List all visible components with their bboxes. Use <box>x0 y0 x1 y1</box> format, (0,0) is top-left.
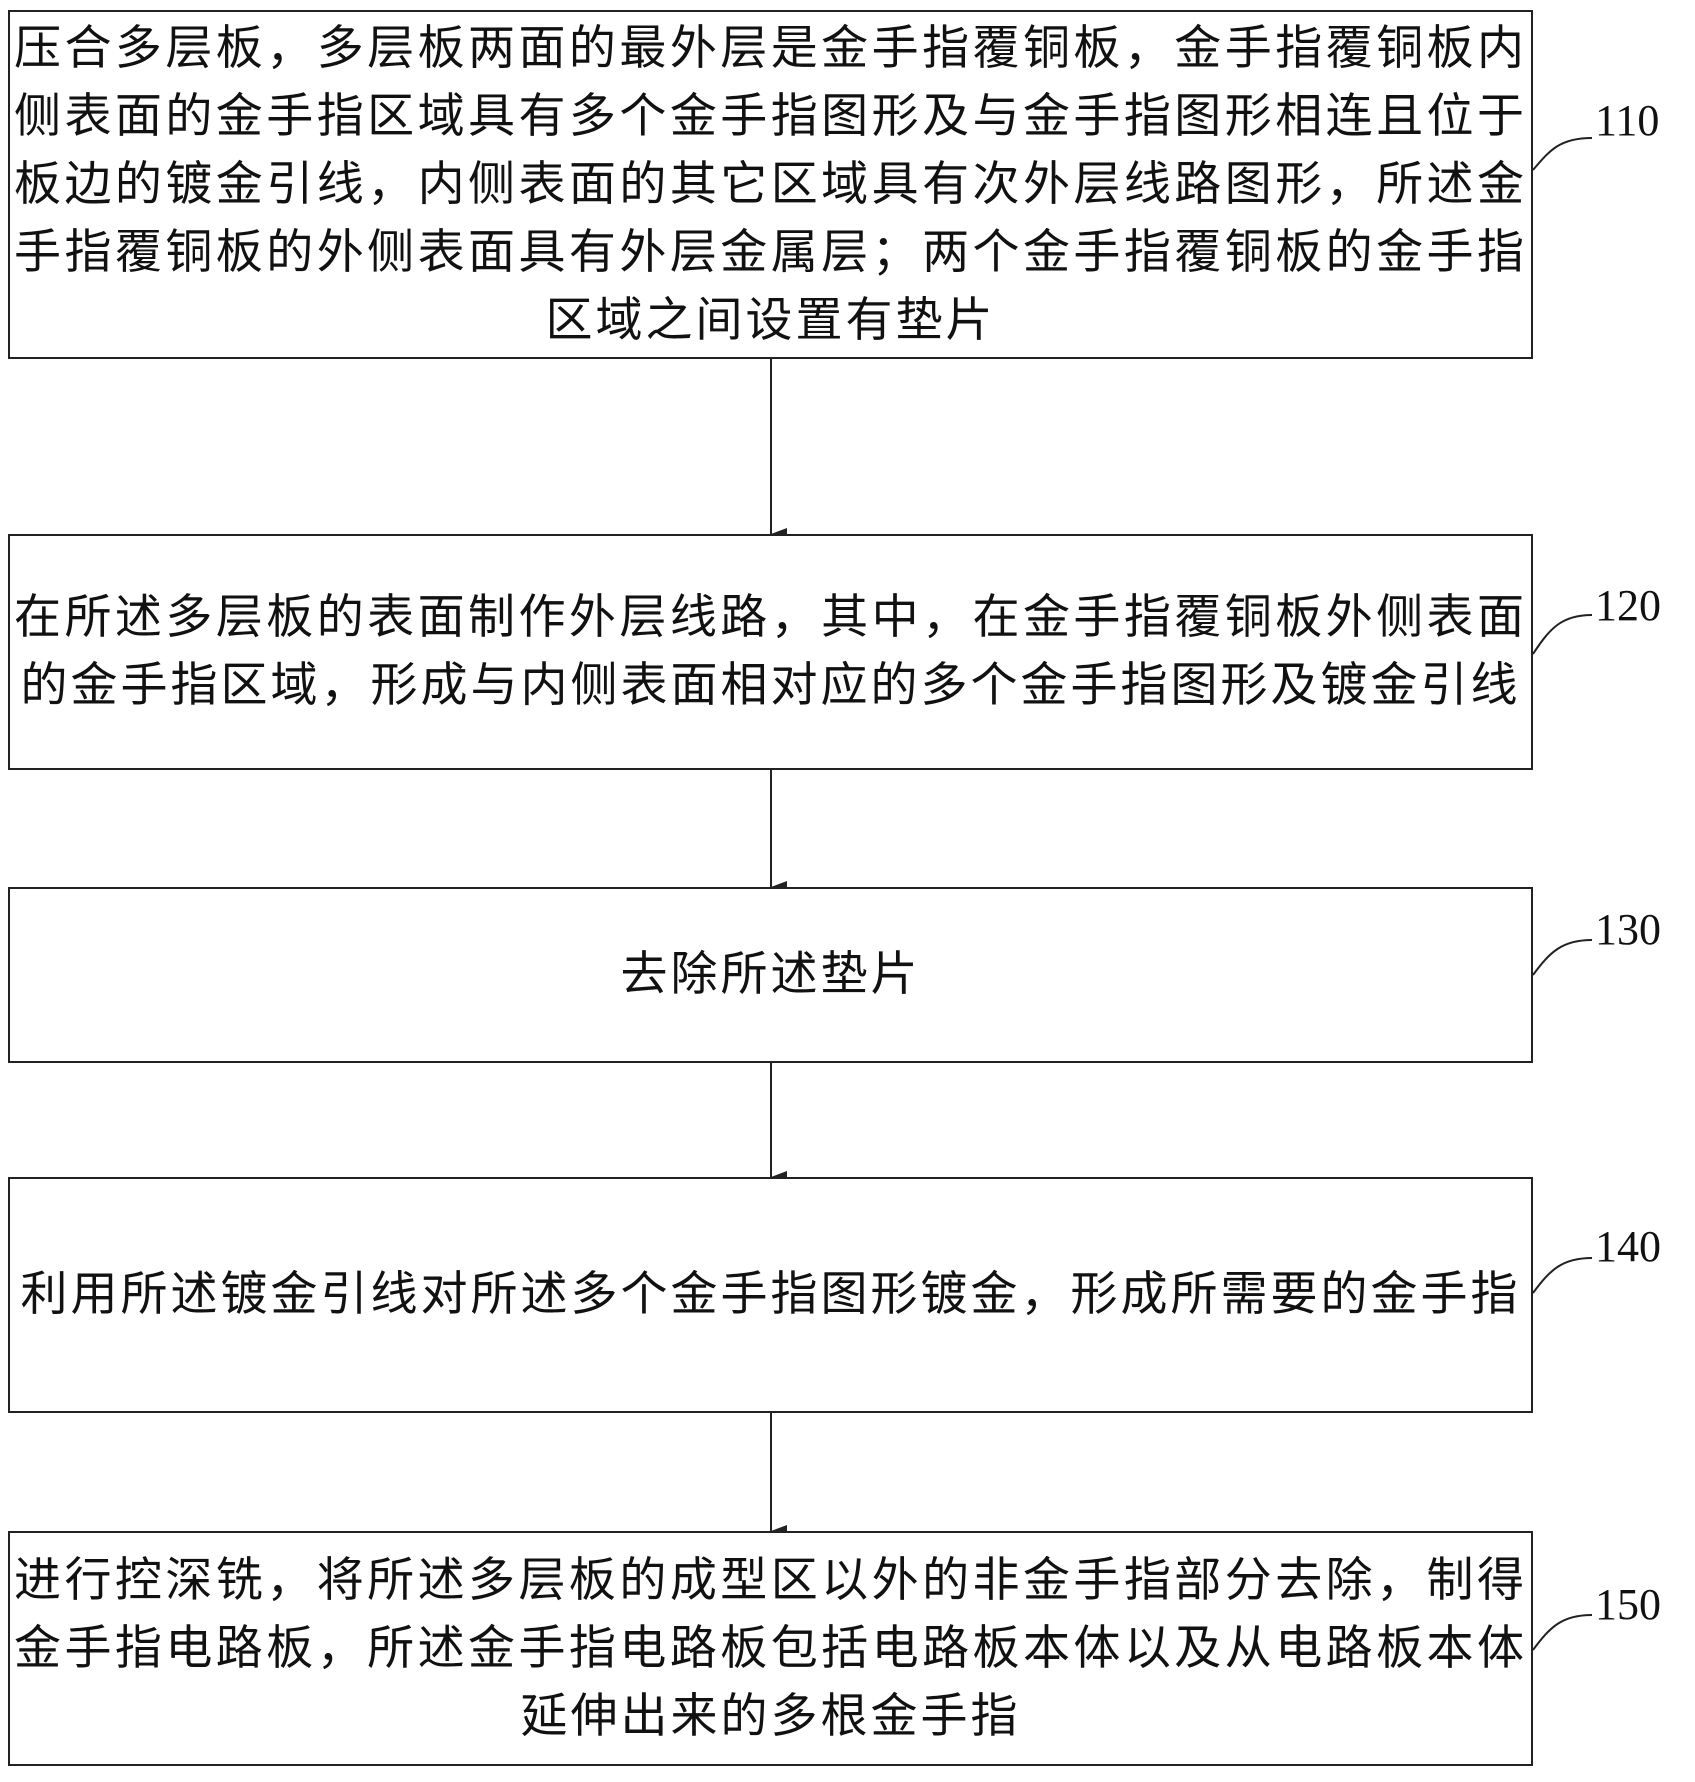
step-text-120: 在所述多层板的表面制作外层线路，其中，在金手指覆铜板外侧表面的金手指区域，形成与… <box>14 590 1527 713</box>
step-number-120: 120 <box>1595 581 1661 630</box>
step-box-150: 进行控深铣，将所述多层板的成型区以外的非金手指部分去除，制得金手指电路板，所述金… <box>8 1531 1533 1766</box>
step-text-140: 利用所述镀金引线对所述多个金手指图形镀金，形成所需要的金手指 <box>20 1267 1521 1322</box>
step-box-110: 压合多层板，多层板两面的最外层是金手指覆铜板，金手指覆铜板内侧表面的金手指区域具… <box>8 10 1533 359</box>
step-text-110: 压合多层板，多层板两面的最外层是金手指覆铜板，金手指覆铜板内侧表面的金手指区域具… <box>14 20 1527 348</box>
step-number-130: 130 <box>1595 905 1661 954</box>
leader-130 <box>1532 939 1593 976</box>
leader-110 <box>1532 137 1593 171</box>
leader-120 <box>1532 614 1593 655</box>
step-box-140: 利用所述镀金引线对所述多个金手指图形镀金，形成所需要的金手指 <box>8 1177 1533 1413</box>
step-number-110: 110 <box>1595 96 1660 145</box>
step-box-130: 去除所述垫片 <box>8 887 1533 1063</box>
step-number-140: 140 <box>1595 1222 1661 1271</box>
step-number-150: 150 <box>1595 1580 1661 1629</box>
step-box-120: 在所述多层板的表面制作外层线路，其中，在金手指覆铜板外侧表面的金手指区域，形成与… <box>8 534 1533 770</box>
leader-140 <box>1532 1257 1593 1294</box>
step-text-150: 进行控深铣，将所述多层板的成型区以外的非金手指部分去除，制得金手指电路板，所述金… <box>14 1552 1527 1744</box>
step-text-130: 去除所述垫片 <box>620 947 921 1002</box>
leader-150 <box>1532 1614 1593 1651</box>
